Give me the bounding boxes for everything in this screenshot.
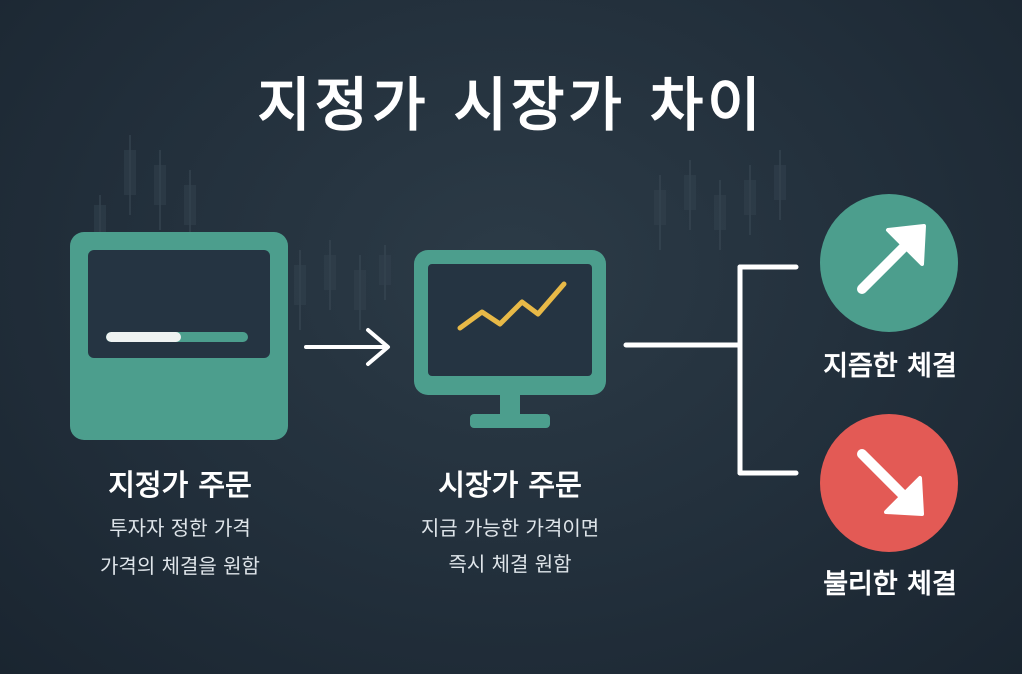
limit-price-bar-fill [106, 332, 182, 342]
market-order-desc-line2: 즉시 체결 원함 [448, 552, 572, 576]
favorable-outcome-label: 지즘한 체결 [823, 351, 957, 382]
branch-connector [623, 264, 799, 476]
unfavorable-outcome-circle [820, 414, 958, 552]
limit-order-desc-line2: 가격의 체결을 원함 [100, 554, 260, 578]
limit-order-panel-icon [70, 232, 288, 440]
arrow-right-icon [304, 328, 390, 366]
market-order-desc-line1: 지금 가능한 가격이면 [420, 516, 600, 540]
page-title: 지정가 시장가 차이 [257, 71, 765, 139]
monitor-chart-icon [414, 250, 606, 428]
limit-order-desc-line1: 투자자 정한 가격 [109, 516, 251, 540]
limit-order-label: 지정가 주문 [108, 468, 252, 502]
arrow-up-right-icon [857, 224, 926, 294]
limit-price-bar [106, 332, 248, 342]
limit-order-screen [88, 250, 270, 358]
arrow-down-right-icon [857, 449, 924, 516]
market-order-label: 시장가 주문 [438, 468, 582, 502]
unfavorable-outcome-label: 불리한 체결 [823, 569, 957, 600]
favorable-outcome-circle [820, 194, 958, 332]
